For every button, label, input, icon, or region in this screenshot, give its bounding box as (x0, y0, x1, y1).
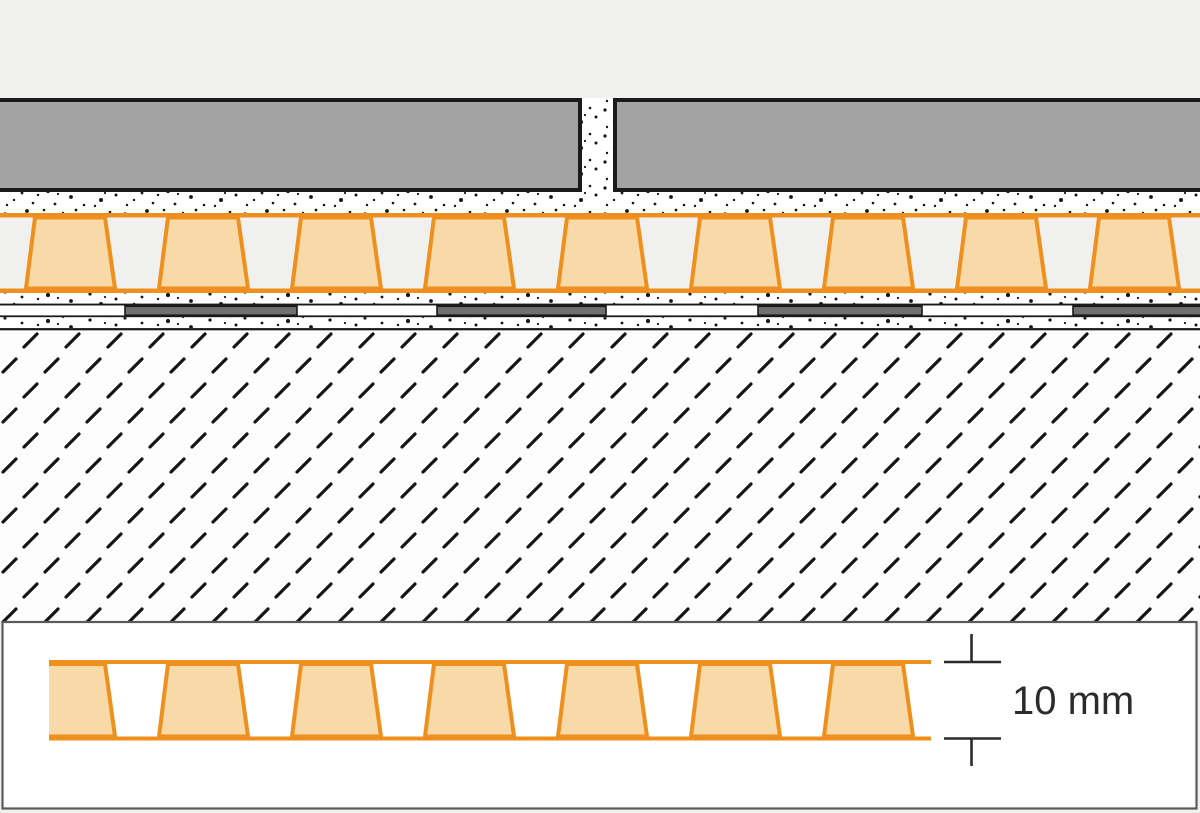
membrane-detail-strip (49, 660, 931, 741)
tile-left (0, 98, 582, 192)
anchoring-fleece-bar (1072, 305, 1200, 316)
anchoring-fleece-bar (757, 305, 923, 316)
membrane-stud (157, 215, 250, 291)
dimension-label: 10 mm (1012, 679, 1134, 723)
membrane-stud (955, 215, 1048, 291)
adhesive-layer-lower (0, 317, 1200, 329)
membrane-stud (423, 662, 516, 739)
adhesive-layer-upper (0, 293, 1200, 304)
detail-stud-row (49, 662, 915, 739)
membrane-stud (24, 215, 117, 291)
membrane-stud (290, 662, 383, 739)
membrane-stud (556, 662, 649, 739)
anchoring-fleece-bar (436, 305, 607, 316)
layer-line-1 (0, 303, 1200, 306)
membrane-stud-row (24, 215, 1181, 291)
membrane-stud (556, 215, 649, 291)
membrane-top-sheet (0, 213, 1200, 218)
tile-right (613, 98, 1200, 192)
dimension-ticks (944, 634, 1001, 766)
membrane-stud (822, 662, 915, 739)
fleece-bar-row (124, 305, 1200, 316)
layer-line-2 (0, 315, 1200, 318)
membrane-stud (689, 215, 782, 291)
membrane-stud (423, 215, 516, 291)
screed-top-line (0, 328, 1200, 331)
membrane-stud (290, 215, 383, 291)
detail-bottom-sheet (49, 736, 931, 741)
thinset-mortar-layer (0, 190, 1200, 217)
membrane-bottom-sheet (0, 288, 1200, 293)
anchoring-fleece-bar (124, 305, 298, 316)
membrane-stud (822, 215, 915, 291)
grout-joint (578, 98, 613, 193)
screed-hatch (0, 330, 1200, 623)
membrane-stud (157, 662, 250, 739)
membrane-stud (689, 662, 782, 739)
membrane-stud (1088, 215, 1181, 291)
